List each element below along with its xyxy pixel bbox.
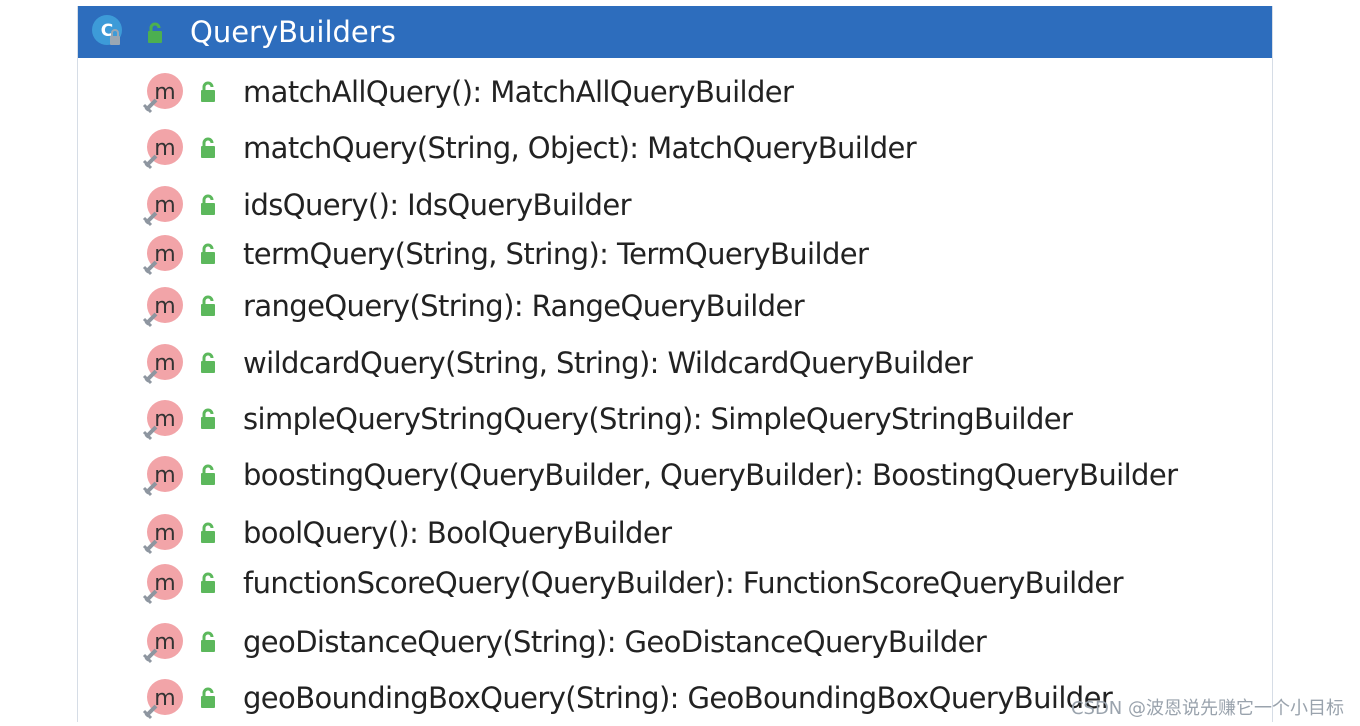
method-row[interactable]: m wildcardQuery(String, String): Wildcard…: [78, 339, 1272, 387]
svg-text:m: m: [154, 294, 175, 319]
structure-popup: C QueryBuilders m matchAllQuery(): MatchA…: [77, 6, 1273, 722]
method-signature: simpleQueryStringQuery(String): SimpleQu…: [243, 402, 1073, 436]
method-icon: m: [142, 73, 183, 114]
lock-icon: [201, 464, 215, 485]
svg-text:m: m: [154, 521, 175, 546]
method-icon: m: [142, 129, 183, 170]
class-header[interactable]: C QueryBuilders: [78, 6, 1272, 58]
method-signature: functionScoreQuery(QueryBuilder): Functi…: [243, 566, 1124, 600]
method-signature: rangeQuery(String): RangeQueryBuilder: [243, 289, 805, 323]
method-row[interactable]: m boolQuery(): BoolQueryBuilder: [78, 509, 1272, 557]
lock-icon: [201, 352, 215, 373]
method-signature: idsQuery(): IdsQueryBuilder: [243, 188, 631, 222]
method-icon: m: [142, 456, 183, 497]
class-icon: C: [92, 15, 122, 45]
svg-text:m: m: [154, 193, 175, 218]
method-signature: geoBoundingBoxQuery(String): GeoBounding…: [243, 681, 1113, 715]
svg-text:m: m: [154, 686, 175, 711]
method-row[interactable]: m matchQuery(String, Object): MatchQueryB…: [78, 124, 1272, 172]
lock-icon: [201, 687, 215, 708]
method-icon: m: [142, 623, 183, 664]
lock-icon: [201, 243, 215, 264]
lock-icon: [201, 194, 215, 215]
method-row[interactable]: m rangeQuery(String): RangeQueryBuilder: [78, 282, 1272, 330]
method-row[interactable]: m simpleQueryStringQuery(String): SimpleQ…: [78, 395, 1272, 443]
method-signature: termQuery(String, String): TermQueryBuil…: [243, 237, 869, 271]
method-icon: m: [142, 235, 183, 276]
method-row[interactable]: m boostingQuery(QueryBuilder, QueryBuilde…: [78, 451, 1272, 499]
method-row[interactable]: m geoDistanceQuery(String): GeoDistanceQu…: [78, 618, 1272, 666]
method-signature: matchAllQuery(): MatchAllQueryBuilder: [243, 75, 794, 109]
svg-text:C: C: [101, 21, 113, 41]
lock-icon: [201, 408, 215, 429]
svg-text:m: m: [154, 463, 175, 488]
svg-text:m: m: [154, 242, 175, 267]
method-row[interactable]: m functionScoreQuery(QueryBuilder): Funct…: [78, 559, 1272, 607]
method-icon: m: [142, 564, 183, 605]
svg-text:m: m: [154, 351, 175, 376]
svg-text:m: m: [154, 630, 175, 655]
method-icon: m: [142, 679, 183, 720]
lock-icon: [201, 137, 215, 158]
method-icon: m: [142, 344, 183, 385]
method-row[interactable]: m idsQuery(): IdsQueryBuilder: [78, 181, 1272, 229]
method-signature: wildcardQuery(String, String): WildcardQ…: [243, 346, 973, 380]
lock-icon: [201, 572, 215, 593]
lock-icon: [201, 631, 215, 652]
class-title: QueryBuilders: [190, 15, 396, 49]
watermark: CSDN @波恩说先赚它一个小目标: [1070, 698, 1344, 719]
lock-icon: [201, 81, 215, 102]
method-row[interactable]: m termQuery(String, String): TermQueryBui…: [78, 230, 1272, 278]
method-signature: geoDistanceQuery(String): GeoDistanceQue…: [243, 625, 987, 659]
svg-text:m: m: [154, 571, 175, 596]
method-icon: m: [142, 287, 183, 328]
method-icon: m: [142, 400, 183, 441]
method-signature: matchQuery(String, Object): MatchQueryBu…: [243, 131, 917, 165]
lock-icon: [201, 522, 215, 543]
method-icon: m: [142, 186, 183, 227]
lock-icon: [148, 22, 162, 43]
method-row[interactable]: m geoBoundingBoxQuery(String): GeoBoundin…: [78, 674, 1272, 722]
method-signature: boolQuery(): BoolQueryBuilder: [243, 516, 672, 550]
method-icon: m: [142, 514, 183, 555]
method-row[interactable]: m matchAllQuery(): MatchAllQueryBuilder: [78, 68, 1272, 116]
svg-text:m: m: [154, 407, 175, 432]
lock-icon: [201, 295, 215, 316]
method-signature: boostingQuery(QueryBuilder, QueryBuilder…: [243, 458, 1178, 492]
svg-text:m: m: [154, 80, 175, 105]
svg-text:m: m: [154, 136, 175, 161]
